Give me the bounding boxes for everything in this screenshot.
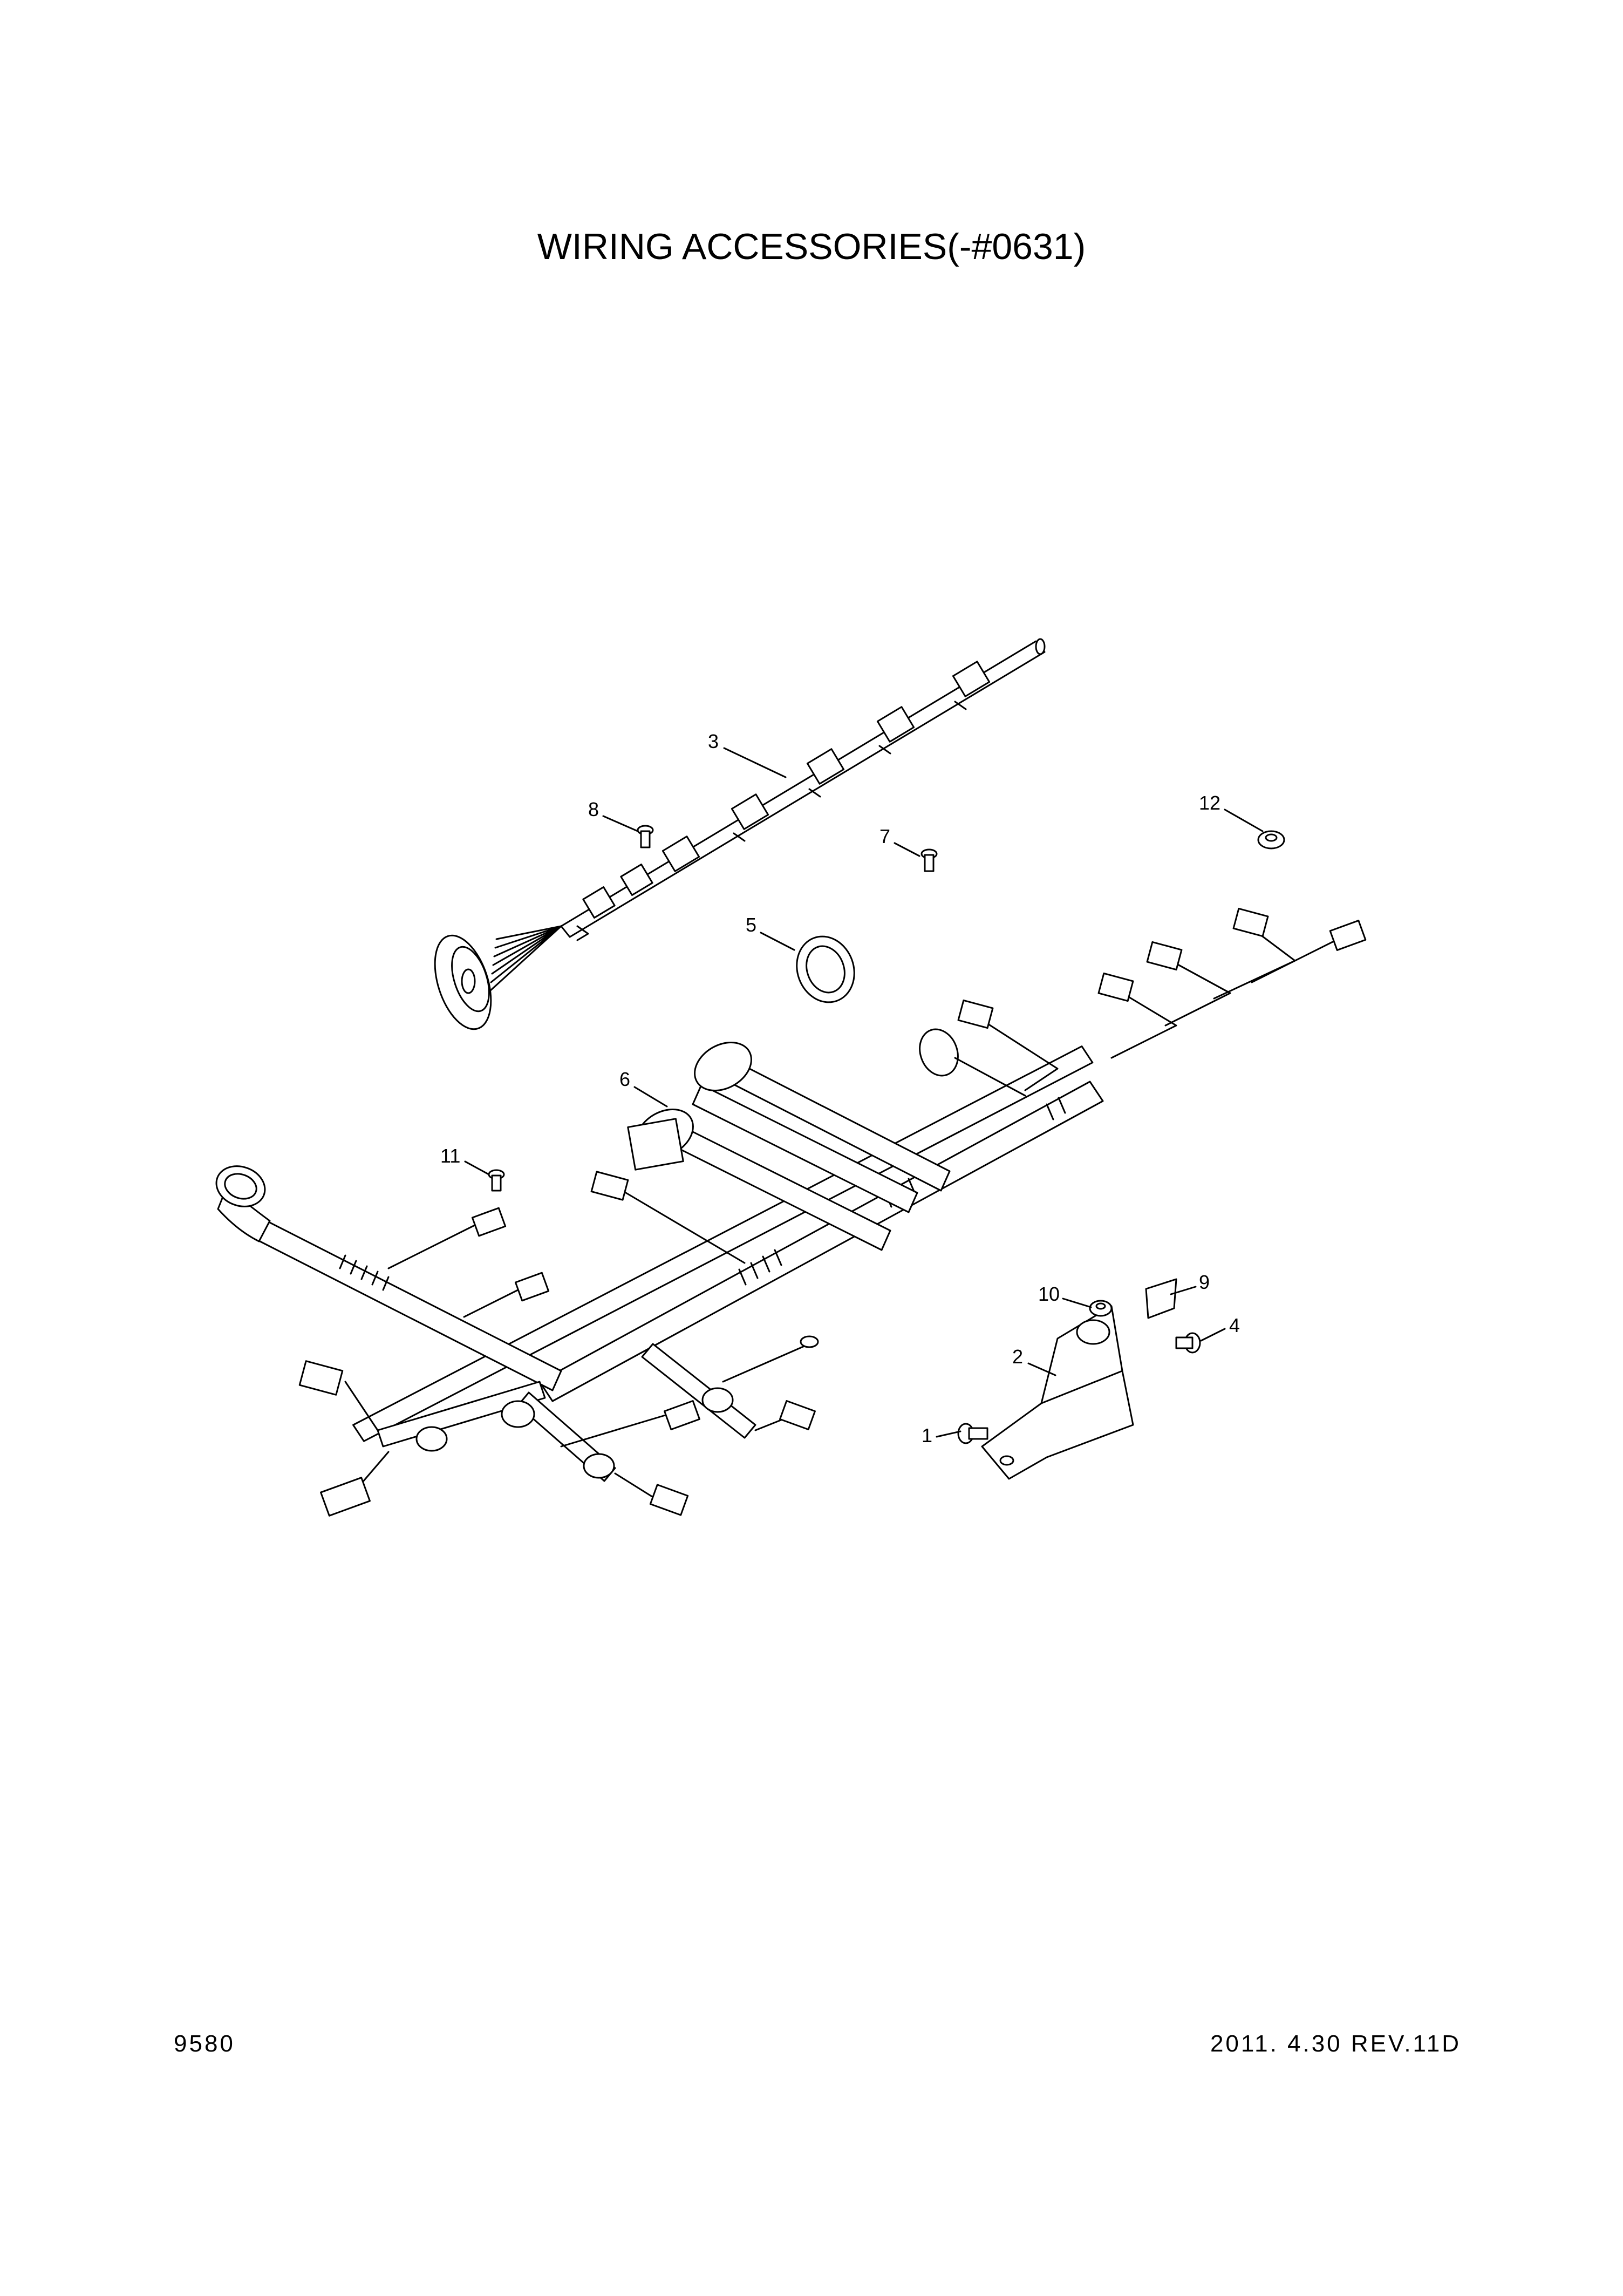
- revision-date: 2011. 4.30 REV.11D: [1210, 2030, 1461, 2057]
- svg-text:5: 5: [746, 914, 756, 936]
- svg-text:8: 8: [588, 798, 599, 820]
- callouts: 1 2 3 4 5 6 7 8: [440, 730, 1264, 1446]
- nut-12: [1257, 830, 1285, 850]
- bolt-7: [920, 848, 938, 872]
- svg-text:10: 10: [1038, 1283, 1060, 1305]
- callout-12: 12: [1199, 792, 1264, 832]
- nut-10: [1089, 1300, 1113, 1317]
- bolt-8: [637, 825, 654, 848]
- callout-8: 8: [588, 798, 639, 832]
- svg-text:2: 2: [1012, 1346, 1023, 1368]
- harness-clamps: [576, 661, 991, 941]
- callout-11: 11: [440, 1145, 490, 1176]
- callout-4: 4: [1200, 1314, 1240, 1342]
- callout-10: 10: [1038, 1283, 1092, 1308]
- clip-9: [1145, 1278, 1177, 1319]
- svg-text:11: 11: [440, 1145, 460, 1167]
- callout-9: 9: [1170, 1271, 1210, 1295]
- svg-text:9: 9: [1199, 1271, 1210, 1293]
- bolt-1: [957, 1423, 988, 1444]
- callout-1: 1: [922, 1424, 961, 1446]
- bracket-2: [981, 1305, 1134, 1480]
- callout-2: 2: [1012, 1346, 1056, 1376]
- svg-text:1: 1: [922, 1424, 932, 1446]
- svg-text:3: 3: [708, 730, 719, 752]
- corrugated-hose-6: [627, 1041, 951, 1251]
- svg-text:4: 4: [1229, 1314, 1240, 1336]
- svg-text:12: 12: [1199, 792, 1220, 814]
- callout-5: 5: [746, 914, 795, 951]
- callout-6: 6: [619, 1068, 668, 1108]
- svg-text:6: 6: [619, 1068, 630, 1090]
- main-harness: [215, 907, 1367, 1517]
- wire-fan: [489, 925, 562, 992]
- callout-7: 7: [879, 825, 920, 857]
- grommet: [434, 934, 492, 1030]
- callout-3: 3: [708, 730, 787, 778]
- upper-harness-assembly: [434, 638, 1046, 1030]
- svg-text:7: 7: [879, 825, 890, 847]
- bolt-4: [1175, 1332, 1201, 1354]
- page-number: 9580: [174, 2030, 235, 2057]
- ring-5: [796, 935, 855, 1003]
- page-title: WIRING ACCESSORIES(-#0631): [537, 226, 1086, 267]
- bolt-11: [488, 1169, 505, 1192]
